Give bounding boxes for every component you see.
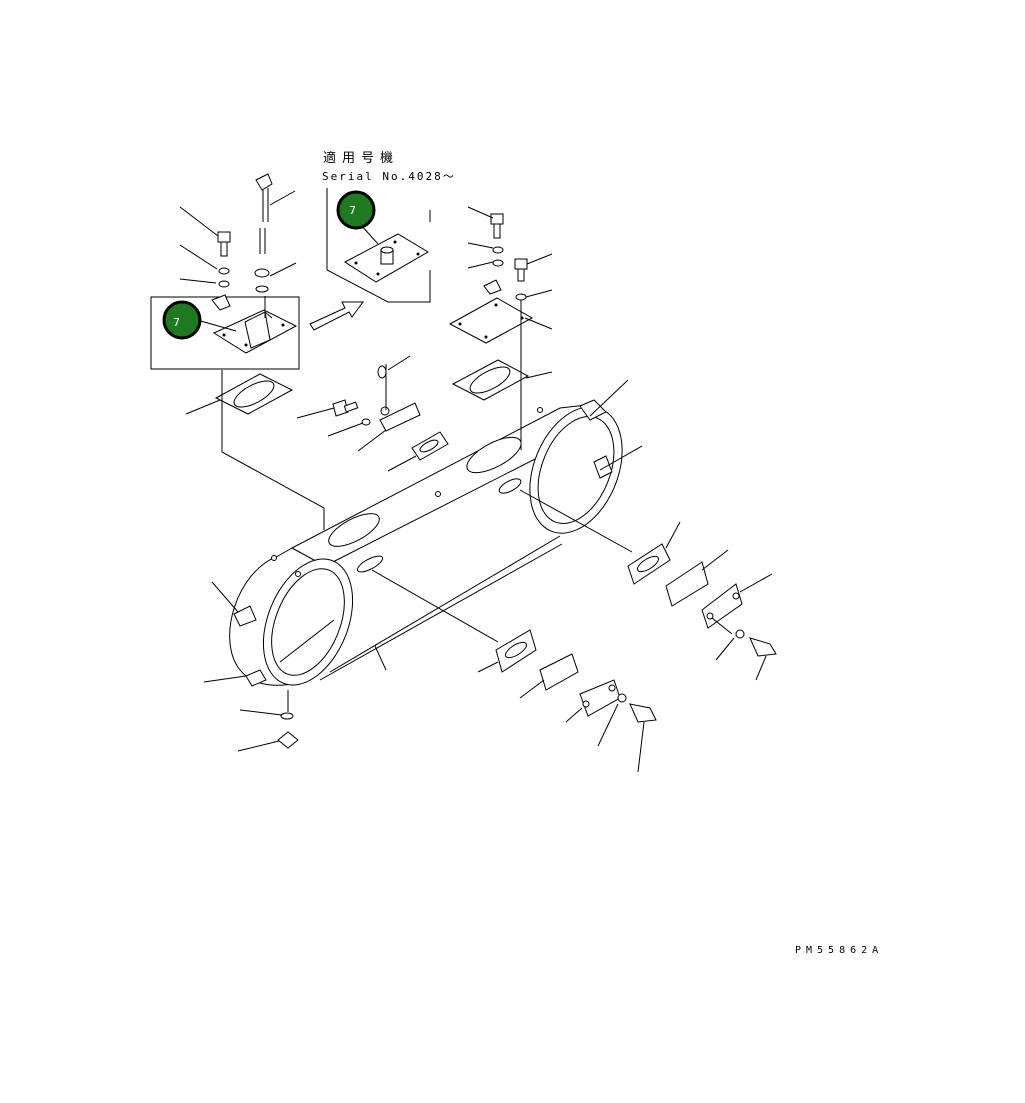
right-side-gasket [627,521,681,585]
lower-side-cover [519,653,579,699]
left-bolt-and-washers [179,206,231,311]
middle-inspection-plate [387,431,449,472]
leader-case-right-top [589,379,629,417]
leader-case-drain [203,675,247,683]
callout-circle-breather: 7 [162,300,202,340]
leader-case-right-plug [599,445,643,471]
variant-cover-plate [344,214,429,283]
middle-bolt-bracket [296,355,421,452]
leader-case-left-plug [211,581,239,613]
assembly-guide-line-lower-covers [371,569,499,643]
final-drive-case [229,399,623,687]
breather-bracket [189,309,298,354]
assembly-guide-line-left [221,370,325,530]
right-gasket [451,359,553,401]
drain-plug [237,690,299,752]
serial-number-note: Serial No.4028～ [322,170,456,183]
applicability-note-label: 適用号機 [323,150,399,166]
lower-side-retainer [565,679,657,773]
callout-label: 7 [173,316,180,329]
callout-label: 7 [349,204,356,217]
callout-circle-variant: 7 [336,190,376,230]
assembly-guide-line-right-covers [519,489,633,553]
variant-frame [326,188,431,303]
drawing-id: PM55862A [795,945,883,956]
lower-side-gasket [477,629,537,673]
right-cover-plate [448,297,553,344]
upgrade-arrow [309,301,364,331]
left-gasket [185,373,294,415]
leader-case-body [374,645,387,671]
breather-pipe [254,173,297,318]
right-side-cover [665,549,729,607]
right-bolts-washers [467,206,553,301]
right-side-retainer [701,573,777,681]
